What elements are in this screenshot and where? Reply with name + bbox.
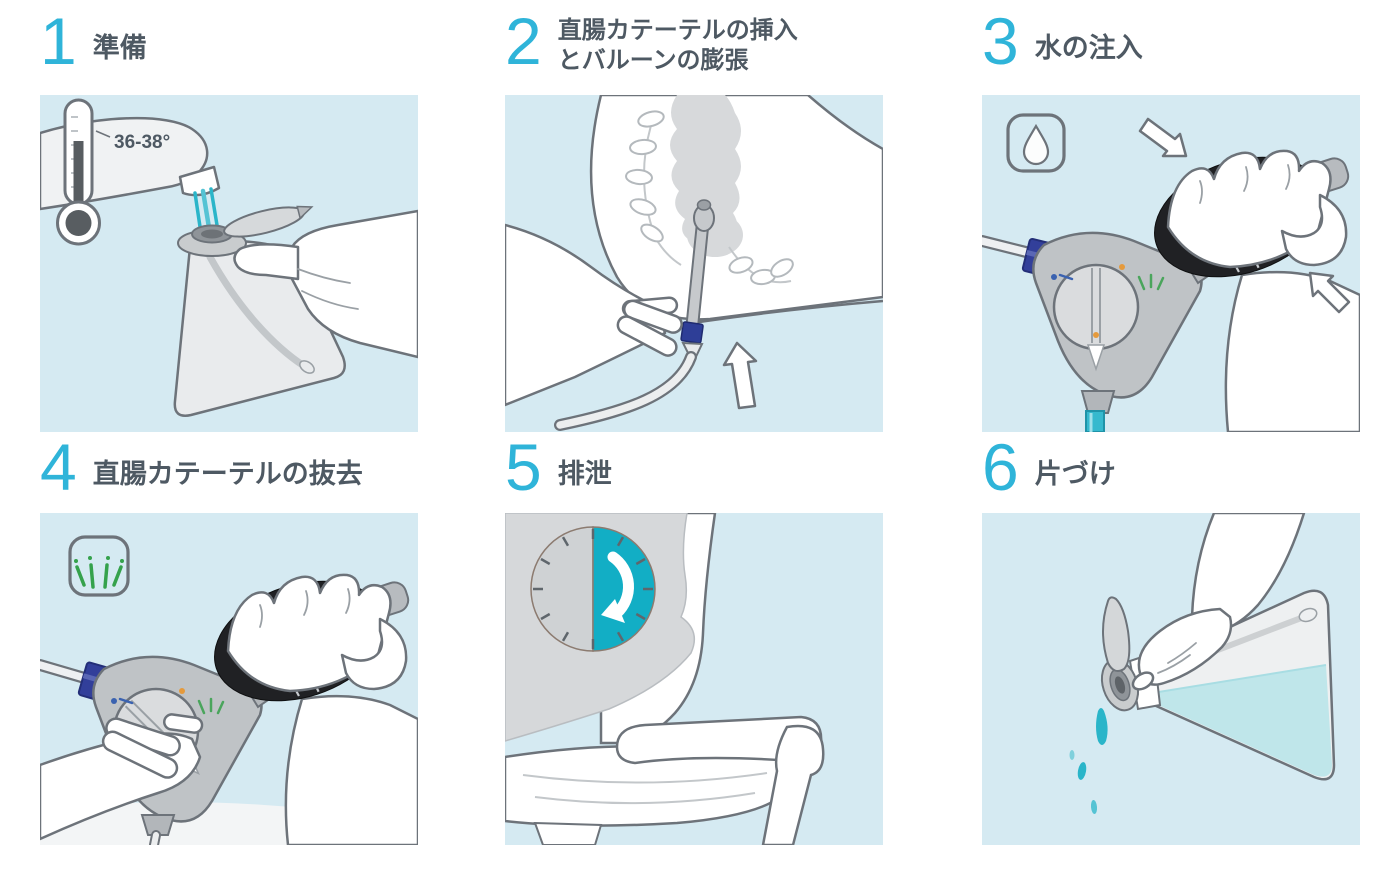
timer-icon (530, 526, 656, 652)
step5-number: 5 (505, 430, 542, 504)
spray-marker (197, 697, 225, 715)
step2-title: 直腸カテーテルの挿入 とバルーンの膨張 (558, 10, 798, 76)
pouring-hand (1131, 513, 1306, 691)
step5-illustration (505, 513, 883, 845)
step3-illustration (982, 95, 1360, 432)
squeezing-hand (1166, 149, 1348, 269)
spray-icon (68, 535, 130, 597)
inlet-tube (982, 237, 1034, 257)
control-unit (982, 231, 1203, 432)
timer-ticks (533, 529, 653, 649)
step4-title: 直腸カテーテルの抜去 (92, 459, 363, 489)
water-drop-icon (1006, 113, 1066, 173)
temperature-label: 36-38° (114, 132, 170, 153)
step6-svg (982, 513, 1360, 845)
step2-svg (505, 95, 883, 432)
up-arrow-icon (722, 341, 758, 410)
catheter-tube (556, 353, 695, 429)
outlet-tube (1085, 410, 1105, 432)
step3-number: 3 (982, 4, 1019, 78)
pelvis-cross-section (589, 95, 883, 331)
rectum (670, 95, 741, 241)
step4-header: 4 直腸カテーテルの抜去 (40, 430, 363, 504)
thumb (340, 617, 408, 691)
spray-marker (1137, 273, 1165, 291)
right-forearm (284, 694, 418, 845)
toilet-base (533, 821, 603, 845)
step2-number: 2 (505, 4, 542, 78)
step4-number: 4 (40, 430, 77, 504)
step2-header: 2 直腸カテーテルの挿入 とバルーンの膨張 (505, 4, 798, 78)
step4-svg (40, 513, 418, 845)
step1-svg: 36-38° (40, 95, 418, 432)
thermometer-icon (56, 98, 111, 246)
step1-header: 1 準備 (40, 4, 147, 78)
step5-svg (505, 513, 883, 845)
timer-arrow (601, 599, 625, 623)
lower-leg (761, 724, 825, 845)
step2-title-line1: 直腸カテーテルの挿入 (557, 17, 798, 44)
remaining-water (1140, 665, 1332, 777)
holding-hand (505, 223, 683, 407)
step3-title: 水の注入 (1034, 33, 1143, 63)
bag-lid (223, 205, 314, 238)
step6-illustration (982, 513, 1360, 845)
holding-hand (233, 209, 418, 359)
thumb (1280, 193, 1348, 267)
forearm (1224, 270, 1360, 432)
bag-lid (1102, 596, 1131, 672)
catheter-grip (680, 321, 704, 344)
step6-header: 6 片づけ (982, 430, 1116, 504)
step1-number: 1 (40, 4, 77, 78)
squeeze-arrow-top-icon (1138, 117, 1188, 158)
water-drops (1069, 708, 1108, 814)
squeeze-arrow-bottom-icon (1308, 271, 1351, 314)
step6-number: 6 (982, 430, 1019, 504)
step6-title: 片づけ (1034, 459, 1116, 489)
step3-svg (982, 95, 1360, 432)
rectal-catheter (554, 199, 715, 431)
step5-header: 5 排泄 (505, 430, 612, 504)
bag-cap (177, 205, 314, 257)
step4-illustration (40, 513, 418, 845)
dial-hand (40, 713, 204, 841)
step5-title: 排泄 (557, 459, 612, 489)
step2-illustration (505, 95, 883, 432)
squeezing-hand (226, 573, 408, 693)
step1-illustration: 36-38° (40, 95, 418, 432)
step3-header: 3 水の注入 (982, 4, 1143, 78)
step1-title: 準備 (92, 33, 147, 63)
step2-title-line2: とバルーンの膨張 (557, 47, 749, 74)
